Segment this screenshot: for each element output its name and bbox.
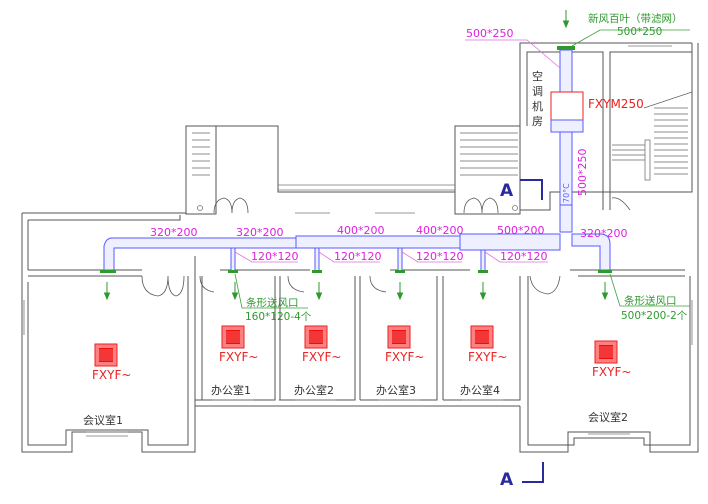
- indoor-unit-model: FXYF~: [302, 350, 341, 364]
- room-office3: 办公室3: [376, 383, 416, 397]
- airflow-arrow-icon: [479, 282, 487, 301]
- stairs-left: [192, 132, 210, 176]
- stairs-right: [460, 132, 518, 176]
- section-mark-bottom: A: [500, 470, 514, 490]
- diffuser-right-label: 条形送风口: [624, 294, 677, 307]
- intake-duct-size: 500*250: [466, 27, 514, 40]
- room-office2: 办公室2: [294, 383, 334, 397]
- ac-room-char-3: 机: [532, 99, 543, 113]
- indoor-unit-model: FXYF~: [92, 368, 131, 382]
- branch-size-3: 120*120: [416, 250, 464, 263]
- diffuser-right-spec: 500*200-2个: [621, 310, 688, 322]
- fire-damper-temp: 70°C: [562, 183, 571, 203]
- trunk-size-4: 400*200: [416, 224, 464, 237]
- duct-system: [100, 46, 612, 273]
- trunk-size-2: 320*200: [236, 226, 284, 239]
- branch-size-2: 120*120: [334, 250, 382, 263]
- section-mark-top: A: [500, 181, 514, 201]
- airflow-arrow-icon: [601, 282, 609, 301]
- riser-duct: [559, 131, 573, 233]
- trunk-size-6: 320*200: [580, 227, 628, 240]
- ac-room-char-4: 房: [532, 115, 543, 128]
- main-unit-fxym250: [550, 91, 584, 121]
- riser-duct-size: 500*250: [576, 149, 589, 197]
- leader-lines: [234, 29, 690, 309]
- indoor-unit-office2: FXYF~: [302, 325, 341, 364]
- airflow-arrow-icon: [315, 282, 323, 301]
- branch-size-4: 120*120: [500, 250, 548, 263]
- room-meeting2: 会议室2: [588, 410, 628, 424]
- diffuser-left-label: 条形送风口: [246, 296, 299, 309]
- labels: 新风百叶（带滤网） 500*250 500*250 空 调 机 房 FXYM25…: [83, 12, 688, 490]
- room-office1: 办公室1: [211, 383, 251, 397]
- room-meeting1: 会议室1: [83, 413, 123, 427]
- indoor-unit-model: FXYF~: [219, 350, 258, 364]
- fresh-air-duct: [559, 49, 573, 93]
- indoor-unit-model: FXYF~: [592, 365, 631, 379]
- walls: [21, 42, 699, 453]
- indoor-unit-office1: FXYF~: [219, 325, 258, 364]
- indoor-unit-model: FXYF~: [468, 350, 507, 364]
- stairs-main: [612, 91, 693, 181]
- trunk-size-1: 320*200: [150, 226, 198, 239]
- airflow-arrows: [103, 10, 609, 301]
- doors: [141, 197, 631, 297]
- indoor-unit-meeting1: FXYF~: [92, 343, 131, 382]
- branch-size-1: 120*120: [251, 250, 299, 263]
- fresh-air-louver: [557, 46, 575, 50]
- airflow-arrow-icon: [231, 282, 239, 301]
- indoor-unit-office3: FXYF~: [385, 325, 424, 364]
- ac-room-char-2: 调: [532, 85, 543, 98]
- fresh-air-label: 新风百叶（带滤网）: [588, 12, 683, 25]
- trunk-size-5: 500*200: [497, 224, 545, 237]
- indoor-units: FXYF~ FXYF~ FXYF~ FXYF~ FXYF~ FXYF~: [92, 325, 631, 382]
- airflow-arrow-icon: [396, 282, 404, 301]
- ac-room-char-1: 空: [532, 69, 543, 83]
- main-unit-model: FXYM250: [588, 97, 644, 111]
- fresh-air-size: 500*250: [617, 26, 662, 38]
- airflow-arrow-icon: [562, 10, 570, 29]
- indoor-unit-meeting2: FXYF~: [592, 340, 631, 379]
- trunk-size-3: 400*200: [337, 224, 385, 237]
- indoor-unit-model: FXYF~: [385, 350, 424, 364]
- diffuser-left-spec: 160*120-4个: [245, 311, 312, 323]
- room-office4: 办公室4: [460, 383, 500, 397]
- indoor-unit-office4: FXYF~: [468, 325, 507, 364]
- section-marks: [520, 179, 544, 483]
- airflow-arrow-icon: [103, 282, 111, 301]
